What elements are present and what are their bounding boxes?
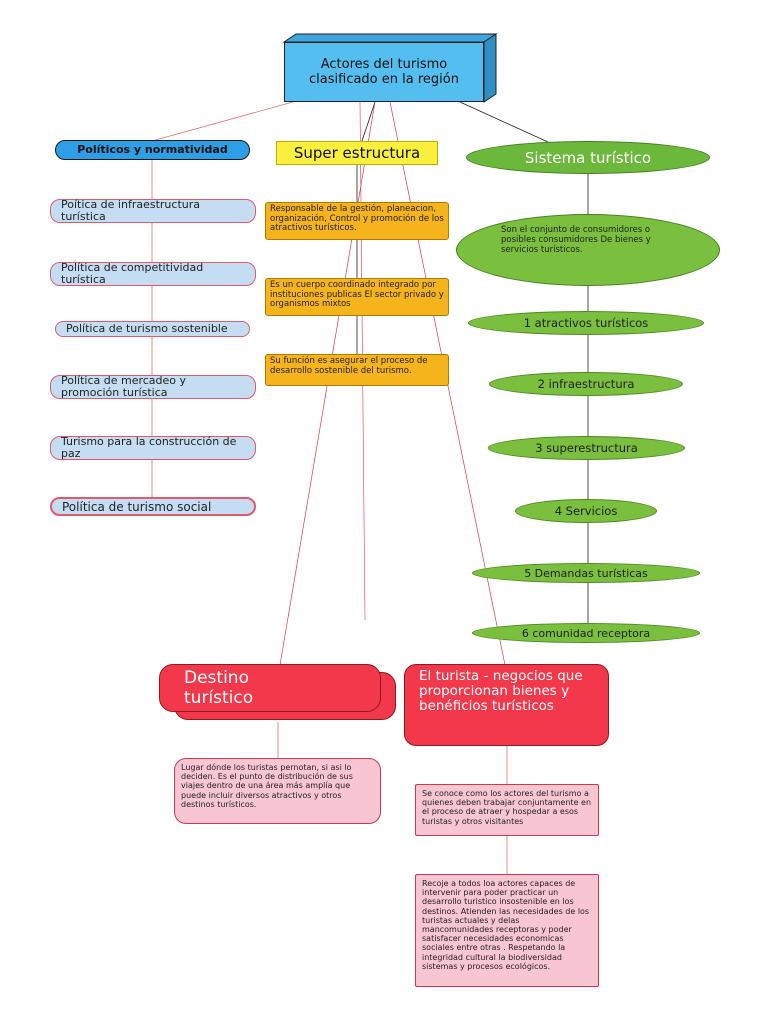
super-item-1: Responsable de la gestión, planeacion, o… xyxy=(265,202,449,240)
super-item-3: Su función es asegurar el proceso de des… xyxy=(265,354,449,386)
super-header: Super estructura xyxy=(276,141,438,165)
politica-item-5: Turismo para la construcción de paz xyxy=(50,436,256,460)
sistema-item-5: 5 Demandas turísticas xyxy=(472,563,700,583)
sistema-item-6: 6 comunidad receptora xyxy=(472,623,700,643)
sistema-item-4: 4 Servicios xyxy=(515,499,657,523)
politica-item-1: Poítica de infraestructura turística xyxy=(50,199,256,223)
destino-title: Destino turístico xyxy=(184,668,254,708)
politica-item-2: Política de competitividad turística xyxy=(50,262,256,286)
sistema-item-3: 3 superestructura xyxy=(488,436,685,460)
politica-item-6: Política de turismo social xyxy=(50,497,256,516)
root-title: Actores del turismo clasificado en la re… xyxy=(309,57,459,87)
sistema-description: Son el conjunto de consumidores o posibl… xyxy=(456,214,720,286)
politicos-header: Políticos y normatividad xyxy=(55,140,250,160)
sistema-header: Sistema turístico xyxy=(466,141,710,174)
sistema-item-2: 2 infraestructura xyxy=(489,372,683,396)
super-item-2: Es un cuerpo coordinado integrado por in… xyxy=(265,278,449,316)
turista-description-1: Se conoce como los actores del turismo a… xyxy=(415,784,599,836)
sistema-item-1: 1 atractivos turísticos xyxy=(468,311,704,335)
turista-node: El turista - negocios que proporcionan b… xyxy=(404,664,609,746)
destino-node: Destino turístico xyxy=(159,664,381,712)
politica-item-4: Política de mercadeo y promoción turísti… xyxy=(50,375,256,399)
root-node: Actores del turismo clasificado en la re… xyxy=(284,42,484,102)
destino-description: Lugar dónde los turistas pernotan, si as… xyxy=(174,758,381,824)
politica-item-3: Política de turismo sostenible xyxy=(55,321,250,337)
turista-description-2: Recoje a todos loa actores capaces de in… xyxy=(415,874,599,987)
